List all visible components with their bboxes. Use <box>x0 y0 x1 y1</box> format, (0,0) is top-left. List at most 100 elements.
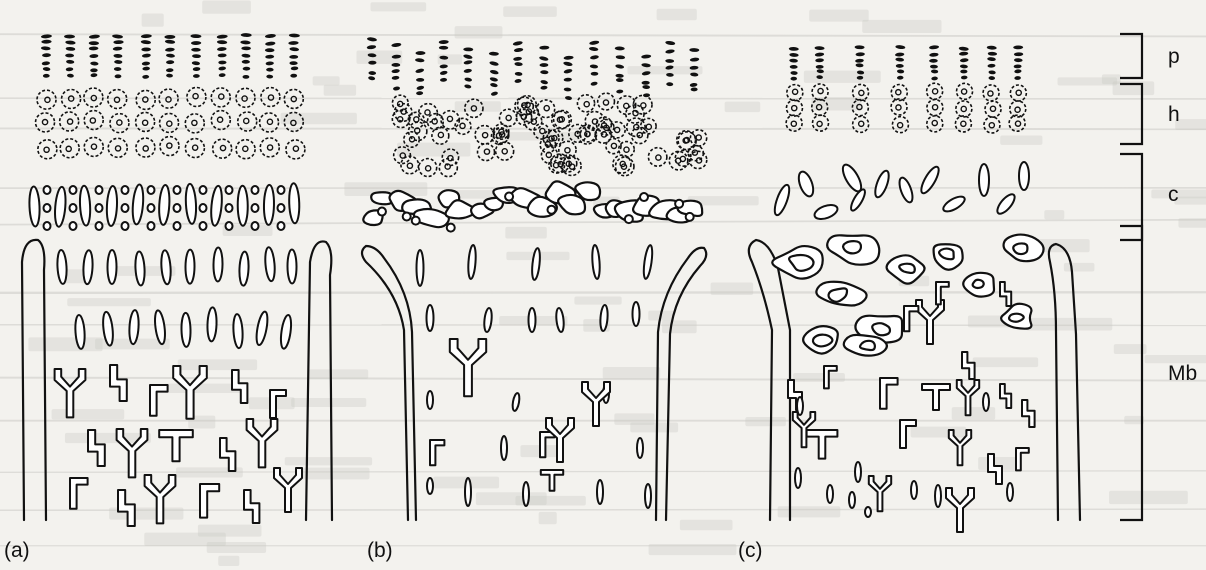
trabecula <box>904 306 918 331</box>
zone-brackets <box>1120 34 1142 520</box>
proliferative-cell <box>1014 64 1022 68</box>
cell-nucleus <box>426 166 431 171</box>
calcified-cell <box>625 215 633 223</box>
hypertrophic-zone-c <box>786 83 1026 133</box>
proliferative-cell <box>641 71 650 76</box>
calcified-cell <box>174 204 181 212</box>
proliferative-cell <box>193 67 201 71</box>
proliferative-cell <box>490 82 498 87</box>
proliferative-cell <box>929 52 939 57</box>
cell-nucleus <box>603 100 608 105</box>
calcified-cell <box>96 204 103 212</box>
hypertrophic-cell <box>927 83 943 99</box>
proliferative-cell <box>814 46 824 50</box>
calcified-cell <box>278 204 285 212</box>
cell-nucleus <box>988 91 993 96</box>
proliferative-cell <box>1014 69 1022 73</box>
proliferative-cell <box>929 45 939 50</box>
trabecula <box>855 462 861 482</box>
proliferative-cell <box>987 45 997 49</box>
proliferative-cell <box>266 61 274 65</box>
trabecula-inner <box>813 335 832 347</box>
proliferative-cell <box>896 64 904 68</box>
trabecula <box>1022 400 1035 427</box>
proliferative-cell <box>392 54 402 59</box>
proliferative-cell <box>217 40 228 44</box>
bracket-mb <box>1120 226 1142 520</box>
calcified-remnant <box>941 194 967 215</box>
proliferative-cell <box>790 77 797 81</box>
calcified-column <box>131 184 144 225</box>
hypertrophic-cell <box>236 140 255 159</box>
trabecula-inner <box>872 323 890 335</box>
hypertrophic-cell <box>159 89 178 108</box>
hypertrophic-cell <box>1010 85 1026 101</box>
proliferative-cell <box>960 70 967 74</box>
hypertrophic-cell <box>892 117 908 133</box>
proliferative-cell <box>855 45 865 49</box>
cell-nucleus <box>291 96 296 101</box>
trabecula <box>150 385 168 416</box>
proliferative-cell <box>415 51 425 55</box>
cell-nucleus <box>143 146 148 151</box>
proliferative-cell <box>590 64 599 69</box>
calcified-cell <box>200 204 207 212</box>
trabecula <box>181 313 191 347</box>
trabecula <box>946 488 974 532</box>
proliferative-cell <box>440 70 448 75</box>
calcified-cell <box>675 200 683 208</box>
proliferative-cell <box>218 66 226 71</box>
cell-nucleus <box>506 115 511 120</box>
cell-nucleus <box>791 121 796 126</box>
proliferative-cell <box>589 40 599 45</box>
proliferative-cell <box>219 73 226 77</box>
proliferative-cell <box>931 69 938 73</box>
proliferative-cell <box>65 54 74 58</box>
trabecula <box>244 490 259 523</box>
calcified-column <box>185 184 197 224</box>
proliferative-cell <box>113 46 123 51</box>
trabecula <box>232 314 243 348</box>
proliferative-cell <box>540 63 549 67</box>
proliferative-cell <box>416 85 424 90</box>
trabecula <box>582 382 610 426</box>
proliferative-cell <box>89 34 100 39</box>
hypertrophic-cell <box>598 93 615 110</box>
proliferative-cell <box>142 53 151 58</box>
proliferative-cell <box>961 75 968 79</box>
hypertrophic-cell <box>853 116 869 132</box>
hypertrophic-cell <box>580 127 595 142</box>
calcified-cell <box>403 213 411 221</box>
proliferative-cell <box>563 55 573 60</box>
hypertrophic-cell <box>812 99 828 115</box>
proliferative-zone-b <box>367 37 700 101</box>
cell-nucleus <box>817 121 822 126</box>
proliferative-cell <box>987 64 995 68</box>
proliferative-cell <box>289 55 298 59</box>
calcified-cell <box>200 186 207 194</box>
trabecula <box>185 250 194 284</box>
cell-nucleus <box>192 120 197 125</box>
calcified-column <box>210 185 224 226</box>
proliferative-cell <box>90 61 98 65</box>
hypertrophic-cell <box>927 100 943 116</box>
proliferative-cell <box>391 42 401 47</box>
cell-nucleus <box>932 105 937 110</box>
cell-nucleus <box>656 155 661 160</box>
calcified-cell <box>70 222 77 230</box>
trabecula <box>541 470 563 491</box>
proliferative-cell <box>141 40 152 45</box>
cell-nucleus <box>69 96 74 101</box>
proliferative-cell <box>590 81 598 86</box>
proliferative-cell <box>960 64 968 68</box>
proliferative-cell <box>66 60 74 64</box>
calcified-cell <box>148 222 155 230</box>
trabecula <box>74 315 85 350</box>
cell-nucleus <box>268 95 273 100</box>
panel-label-b: (b) <box>367 540 393 561</box>
hypertrophic-cell <box>891 99 907 115</box>
cell-nucleus <box>193 94 198 99</box>
cell-nucleus <box>219 94 224 99</box>
proliferative-cell <box>243 67 251 71</box>
proliferative-cell <box>855 59 864 63</box>
